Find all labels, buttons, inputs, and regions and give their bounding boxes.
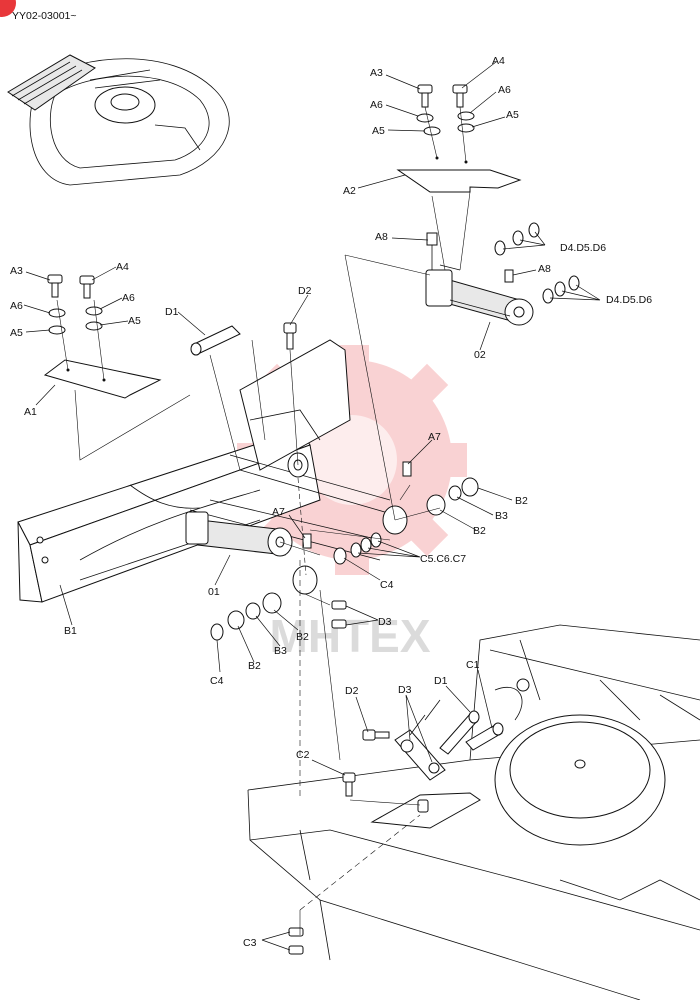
label-01: 01	[208, 586, 220, 598]
bushing-b2-lower-right	[262, 592, 282, 614]
bolt-a3-upper	[417, 84, 433, 108]
washer-a5-upper-right	[457, 123, 475, 133]
label-c3: C3	[243, 937, 257, 949]
label-a2: A2	[343, 185, 356, 197]
label-c2: C2	[296, 749, 310, 761]
washer-b3-upper	[448, 485, 462, 501]
label-a3-upper: A3	[370, 67, 383, 79]
label-b1: B1	[64, 625, 77, 637]
label-d2-lower: D2	[345, 685, 359, 697]
label-a6-upper-left: A6	[370, 99, 383, 111]
label-a8-upper: A8	[375, 231, 388, 243]
cylinder-01	[185, 511, 293, 557]
callout-labels: A3 A4 A6 A6 A5 A5 A2 A8 A8 D4.D5.D6 D4.D…	[10, 55, 652, 949]
pin-d1-upper	[190, 325, 241, 356]
label-b3-lower: B3	[274, 645, 287, 657]
label-a8-right: A8	[538, 263, 551, 275]
bushing-b2-upper	[426, 494, 446, 516]
washer-a6-upper-right	[457, 111, 475, 121]
grease-nipple-a8-right	[504, 269, 514, 283]
label-d1-upper: D1	[165, 306, 179, 318]
label-a7-lower: A7	[272, 506, 285, 518]
bolt-c2-lower	[342, 772, 356, 797]
lower-bracket	[394, 699, 446, 781]
washer-a6-left-b	[85, 306, 103, 316]
bolt-a4-upper	[452, 84, 468, 108]
pin-d1-lower	[439, 710, 480, 755]
washer-b3-lower	[245, 602, 261, 620]
washer-stack-c5c6c7	[350, 532, 382, 558]
label-c4-lower: C4	[210, 675, 224, 687]
label-d2-upper: D2	[298, 285, 312, 297]
pin-c1-lower	[465, 722, 504, 751]
label-02: 02	[474, 349, 486, 361]
watermark-text: MHTEX	[270, 610, 431, 662]
bolt-a4-left	[79, 275, 95, 299]
grease-nipple-a7-upper	[402, 461, 412, 477]
washer-a5-upper-left	[423, 126, 441, 136]
label-a6-upper-right: A6	[498, 84, 511, 96]
bushing-b2-right	[461, 477, 479, 497]
assembly-lines	[74, 191, 471, 935]
label-c1: C1	[466, 659, 480, 671]
label-b2-upper: B2	[473, 525, 486, 537]
label-d4d5d6-upper: D4.D5.D6	[560, 242, 606, 254]
washer-a6-left-a	[48, 308, 66, 318]
label-a5-left-b: A5	[128, 315, 141, 327]
washer-stack-d4d5d6-upper	[494, 222, 540, 256]
label-c5c6c7: C5.C6.C7	[420, 553, 466, 565]
bolt-d2-lower	[362, 729, 390, 741]
grease-nipple-a7-lower	[302, 533, 312, 549]
label-a5-upper-left: A5	[372, 125, 385, 137]
label-b3-upper: B3	[495, 510, 508, 522]
diagram-code: YY02-03001~	[12, 10, 77, 22]
washer-c4-upper	[333, 547, 347, 565]
label-a5-left-a: A5	[10, 327, 23, 339]
label-b2-lower: B2	[248, 660, 261, 672]
label-a6-left-a: A6	[10, 300, 23, 312]
washer-c4-lower	[210, 623, 224, 641]
washer-stack-d4d5d6-lower	[542, 275, 580, 304]
label-a3-left: A3	[10, 265, 23, 277]
label-a6-left-b: A6	[122, 292, 135, 304]
bolt-d2-upper	[283, 322, 297, 350]
leader-lines	[23, 61, 601, 951]
bolt-a3-left	[47, 274, 63, 298]
nut-d3-upper	[331, 600, 347, 629]
bushing-b2-lower	[227, 610, 245, 630]
label-d1-lower: D1	[434, 675, 448, 687]
grease-nipple-a8-upper	[426, 232, 438, 270]
undercarriage-frame	[247, 624, 700, 1000]
label-a7-upper: A7	[428, 431, 441, 443]
label-d3-upper: D3	[378, 616, 392, 628]
label-b2-right: B2	[515, 495, 528, 507]
corner-marker	[0, 0, 16, 17]
label-a4-left: A4	[116, 261, 129, 273]
washer-a5-left-a	[48, 325, 66, 335]
label-c4-upper: C4	[380, 579, 394, 591]
nut-c3-lower	[288, 927, 304, 955]
label-a5-upper-right: A5	[506, 109, 519, 121]
machine-thumbnail	[7, 54, 230, 186]
fastener-c3-upper	[417, 799, 429, 813]
washer-a6-upper-left	[416, 113, 434, 123]
label-d3-lower: D3	[398, 684, 412, 696]
cover-plate-a2	[396, 156, 522, 193]
label-b2-lower-right: B2	[296, 631, 309, 643]
cylinder-02	[425, 264, 534, 326]
label-a4-upper: A4	[492, 55, 505, 67]
label-a1: A1	[24, 406, 37, 418]
label-d4d5d6-lower: D4.D5.D6	[606, 294, 652, 306]
washer-a5-left-b	[85, 321, 103, 331]
